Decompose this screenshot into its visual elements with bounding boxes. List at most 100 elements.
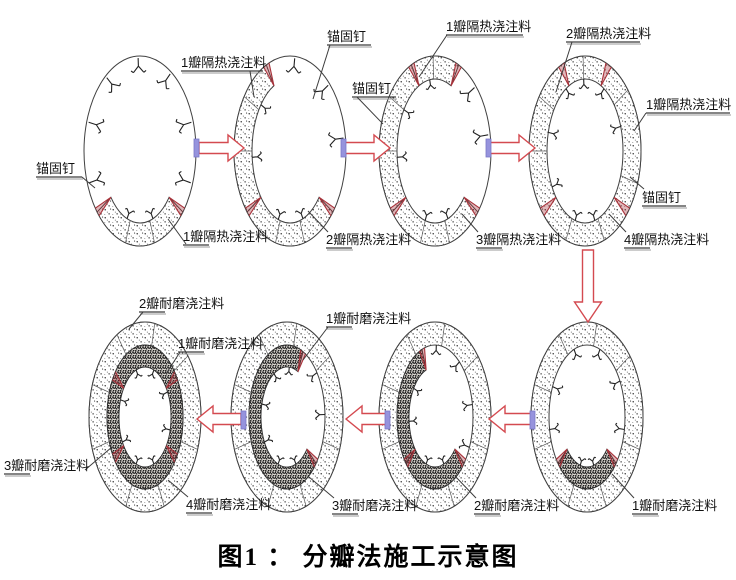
anchor-nail-icon [275,208,287,220]
joint-mark [263,62,275,87]
anchor-nail-icon [252,151,263,162]
anchor-nail-icon [260,104,272,115]
joint-mark [606,448,619,468]
label-petal1-wear-stage8: 1瓣耐磨浇注料 [178,336,264,351]
pour-point-marker [340,138,347,158]
pour-point-marker [485,138,492,158]
joint-mark [454,448,467,468]
stage-1-shell [83,55,197,247]
joint-mark [463,196,481,217]
stage-2-one-petal [233,55,347,247]
anchor-nail-icon [261,401,271,411]
anchor-nail-icon [551,177,563,188]
anchor-nail-icon [88,118,105,134]
anchor-nail-icon [161,423,171,433]
joint-mark [306,448,319,468]
anchor-nail-icon [403,109,415,120]
anchor-nail-icon [572,349,583,361]
joint-mark [112,445,125,463]
anchor-nail-icon [125,207,136,219]
anchor-nail-icon [134,369,143,379]
joint-mark [600,62,612,87]
arrow-step3-to-4 [489,133,537,163]
anchor-nail-icon [175,118,192,134]
label-anchor-nail-stage2: 锚固钉 [327,29,367,44]
label-petal2-insul-stage2: 2瓣隔热浇注料 [326,232,412,247]
anchor-nail-icon [587,456,597,466]
anchor-nail-icon [156,73,171,90]
anchor-nail-icon [314,409,325,421]
anchor-nail-icon [549,422,561,434]
pour-point-marker [384,410,391,430]
leader-lines [4,34,731,517]
anchor-nail-icon [276,455,285,465]
arrow-step5-to-6 [487,404,532,434]
anchor-nail-icon [120,398,130,407]
anchor-nail-icon [294,207,305,219]
anchor-nail-icon [437,455,446,465]
label-petal2-wear-stage8: 2瓣耐磨浇注料 [139,296,225,311]
anchor-nail-icon [609,124,621,135]
label-anchor-nail-stage3: 锚固钉 [352,81,392,96]
anchor-nail-icon [594,88,605,100]
label-petal1-wear-stage5: 1瓣耐磨浇注料 [632,498,718,513]
anchor-nail-icon [306,372,318,383]
joint-mark [244,196,262,217]
label-petal1-insul-stage1: 1瓣隔热浇注料 [183,229,269,244]
pour-point-marker [193,138,200,158]
anchor-nail-icon [439,207,450,219]
label-petal3-wear-stage7: 3瓣耐磨浇注料 [332,498,418,513]
label-petal2-wear-stage6: 2瓣耐磨浇注料 [474,498,560,513]
anchor-nail-icon [106,77,122,93]
label-petal4-wear-stage8: 4瓣耐磨浇注料 [186,497,272,512]
anchor-nail-icon [144,207,155,219]
label-petal1-insul-stage3: 1瓣隔热浇注料 [446,19,532,34]
anchor-nail-icon [264,434,274,443]
label-petal1-insul-stage2: 1瓣隔热浇注料 [181,55,267,70]
label-petal1-insul-stage4: 1瓣隔热浇注料 [646,97,732,112]
joint-mark [613,196,631,217]
anchor-nail-icon [273,373,282,383]
label-anchor-nail-stage1: 锚固钉 [36,161,76,176]
label-petal1-wear-stage7: 1瓣耐磨浇注料 [326,311,412,326]
anchor-nail-icon [89,170,106,186]
anchor-nail-icon [613,422,625,434]
joint-mark [318,196,336,217]
anchor-nail-icon [458,438,470,449]
joint-mark [450,62,462,87]
joint-mark [94,196,112,217]
label-petal3-wear-stage8: 3瓣耐磨浇注料 [4,458,90,473]
anchor-nail-icon [591,349,602,361]
joint-mark [419,347,427,371]
anchor-nail-icon [548,129,559,140]
anchor-nail-icon [609,380,621,391]
anchor-nail-icon [461,400,473,412]
joint-mark [539,196,557,217]
anchor-nail-icon [587,209,598,221]
anchor-nail-icon [147,369,156,379]
anchor-nail-icon [147,455,156,465]
stage-8-wear-complete [88,321,202,513]
joint-mark [165,445,178,463]
joint-mark [112,371,125,389]
anchor-nail-icon [158,391,168,400]
figure-caption: 图1 ： 分瓣法施工示意图 [217,544,519,571]
anchor-nail-icon [459,87,475,103]
anchor-nail-icon [472,129,489,145]
anchor-nail-icon [425,79,437,91]
anchor-nail-icon [409,416,418,426]
anchor-nail-icon [174,170,191,186]
stage-5-first-wear-petal [530,321,644,513]
anchor-nail-icon [552,385,564,396]
anchor-nail-icon [449,361,460,373]
anchor-nail-icon [313,84,329,101]
label-petal4-insul-stage4: 4瓣隔热浇注料 [624,232,710,247]
anchor-nail-icon [413,387,423,397]
anchor-nail-icon [577,456,587,466]
stage-3-three-petals [378,55,492,247]
label-petal3-insul-stage3: 3瓣隔热浇注料 [476,232,562,247]
joint-mark [408,62,420,87]
anchor-nail-icon [422,209,433,221]
